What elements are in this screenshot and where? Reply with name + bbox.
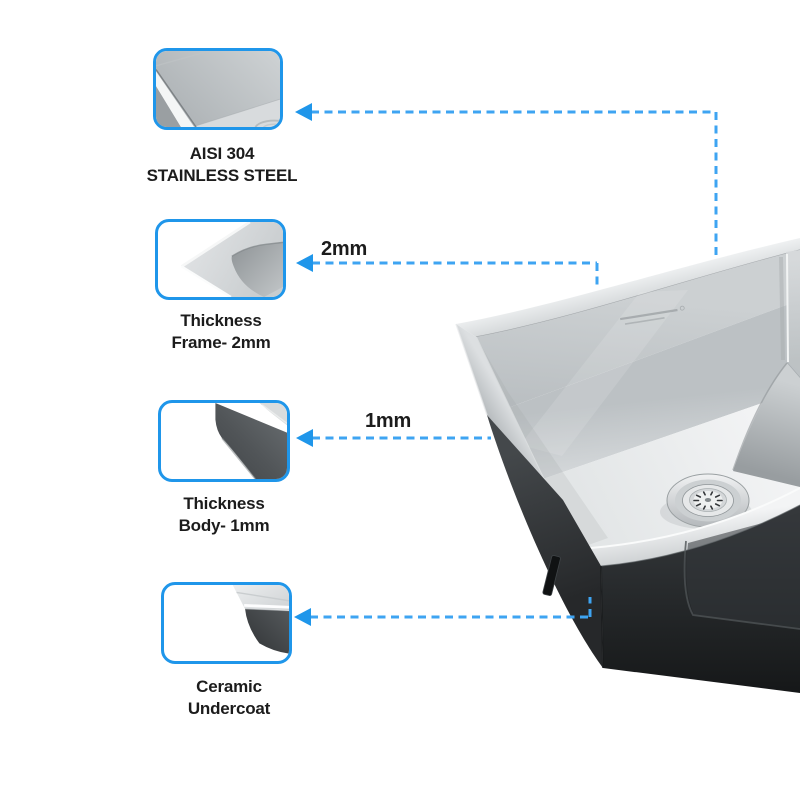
measurement-frame-2mm: 2mm bbox=[320, 238, 368, 260]
sink-undercoat bbox=[487, 415, 800, 693]
sink-front-edge bbox=[577, 488, 800, 567]
callout-thumb-body-thickness bbox=[158, 400, 290, 482]
caption-ceramic-undercoat: Ceramic Undercoat bbox=[109, 676, 349, 720]
arrowhead-aisi-304 bbox=[295, 103, 312, 121]
callout-thumb-aisi-304 bbox=[153, 48, 283, 130]
second-bowl-divider bbox=[786, 250, 800, 371]
caption-line: Undercoat bbox=[187, 699, 271, 718]
arrowhead-body-thickness bbox=[296, 429, 313, 447]
caption-line: Ceramic bbox=[196, 677, 262, 696]
caption-line: Body- 1mm bbox=[178, 516, 270, 535]
thumb-frame-corner-graphic bbox=[180, 222, 283, 297]
measurement-body-1mm: 1mm bbox=[364, 410, 412, 432]
connector-ceramic-undercoat bbox=[310, 597, 592, 619]
caption-line: Frame- 2mm bbox=[171, 333, 271, 352]
drain-slots bbox=[693, 491, 723, 510]
thumb-body-corner-graphic bbox=[215, 403, 287, 479]
connector-aisi-304 bbox=[311, 110, 718, 260]
caption-line: Thickness bbox=[180, 311, 262, 330]
connector-frame-thickness bbox=[312, 261, 599, 290]
thumb-undercoat-corner-graphic bbox=[232, 585, 289, 654]
caption-line: Thickness bbox=[183, 494, 265, 513]
undercoat-slot bbox=[542, 555, 561, 596]
caption-body-thickness: Thickness Body- 1mm bbox=[104, 493, 344, 537]
callout-thumb-ceramic-undercoat bbox=[161, 582, 292, 664]
caption-aisi-304: AISI 304 STAINLESS STEEL bbox=[102, 143, 342, 187]
caption-line: STAINLESS STEEL bbox=[146, 166, 298, 185]
callout-thumb-frame-thickness bbox=[155, 219, 286, 300]
undercoat-panel-seam bbox=[683, 540, 800, 630]
sink-illustration bbox=[455, 238, 800, 693]
brand-stamp bbox=[620, 305, 685, 325]
thumb-bowl-corner-graphic bbox=[156, 51, 280, 127]
caption-frame-thickness: Thickness Frame- 2mm bbox=[101, 310, 341, 354]
arrowhead-frame-thickness bbox=[296, 254, 313, 272]
arrowhead-ceramic-undercoat bbox=[294, 608, 311, 626]
caption-line: AISI 304 bbox=[189, 144, 255, 163]
